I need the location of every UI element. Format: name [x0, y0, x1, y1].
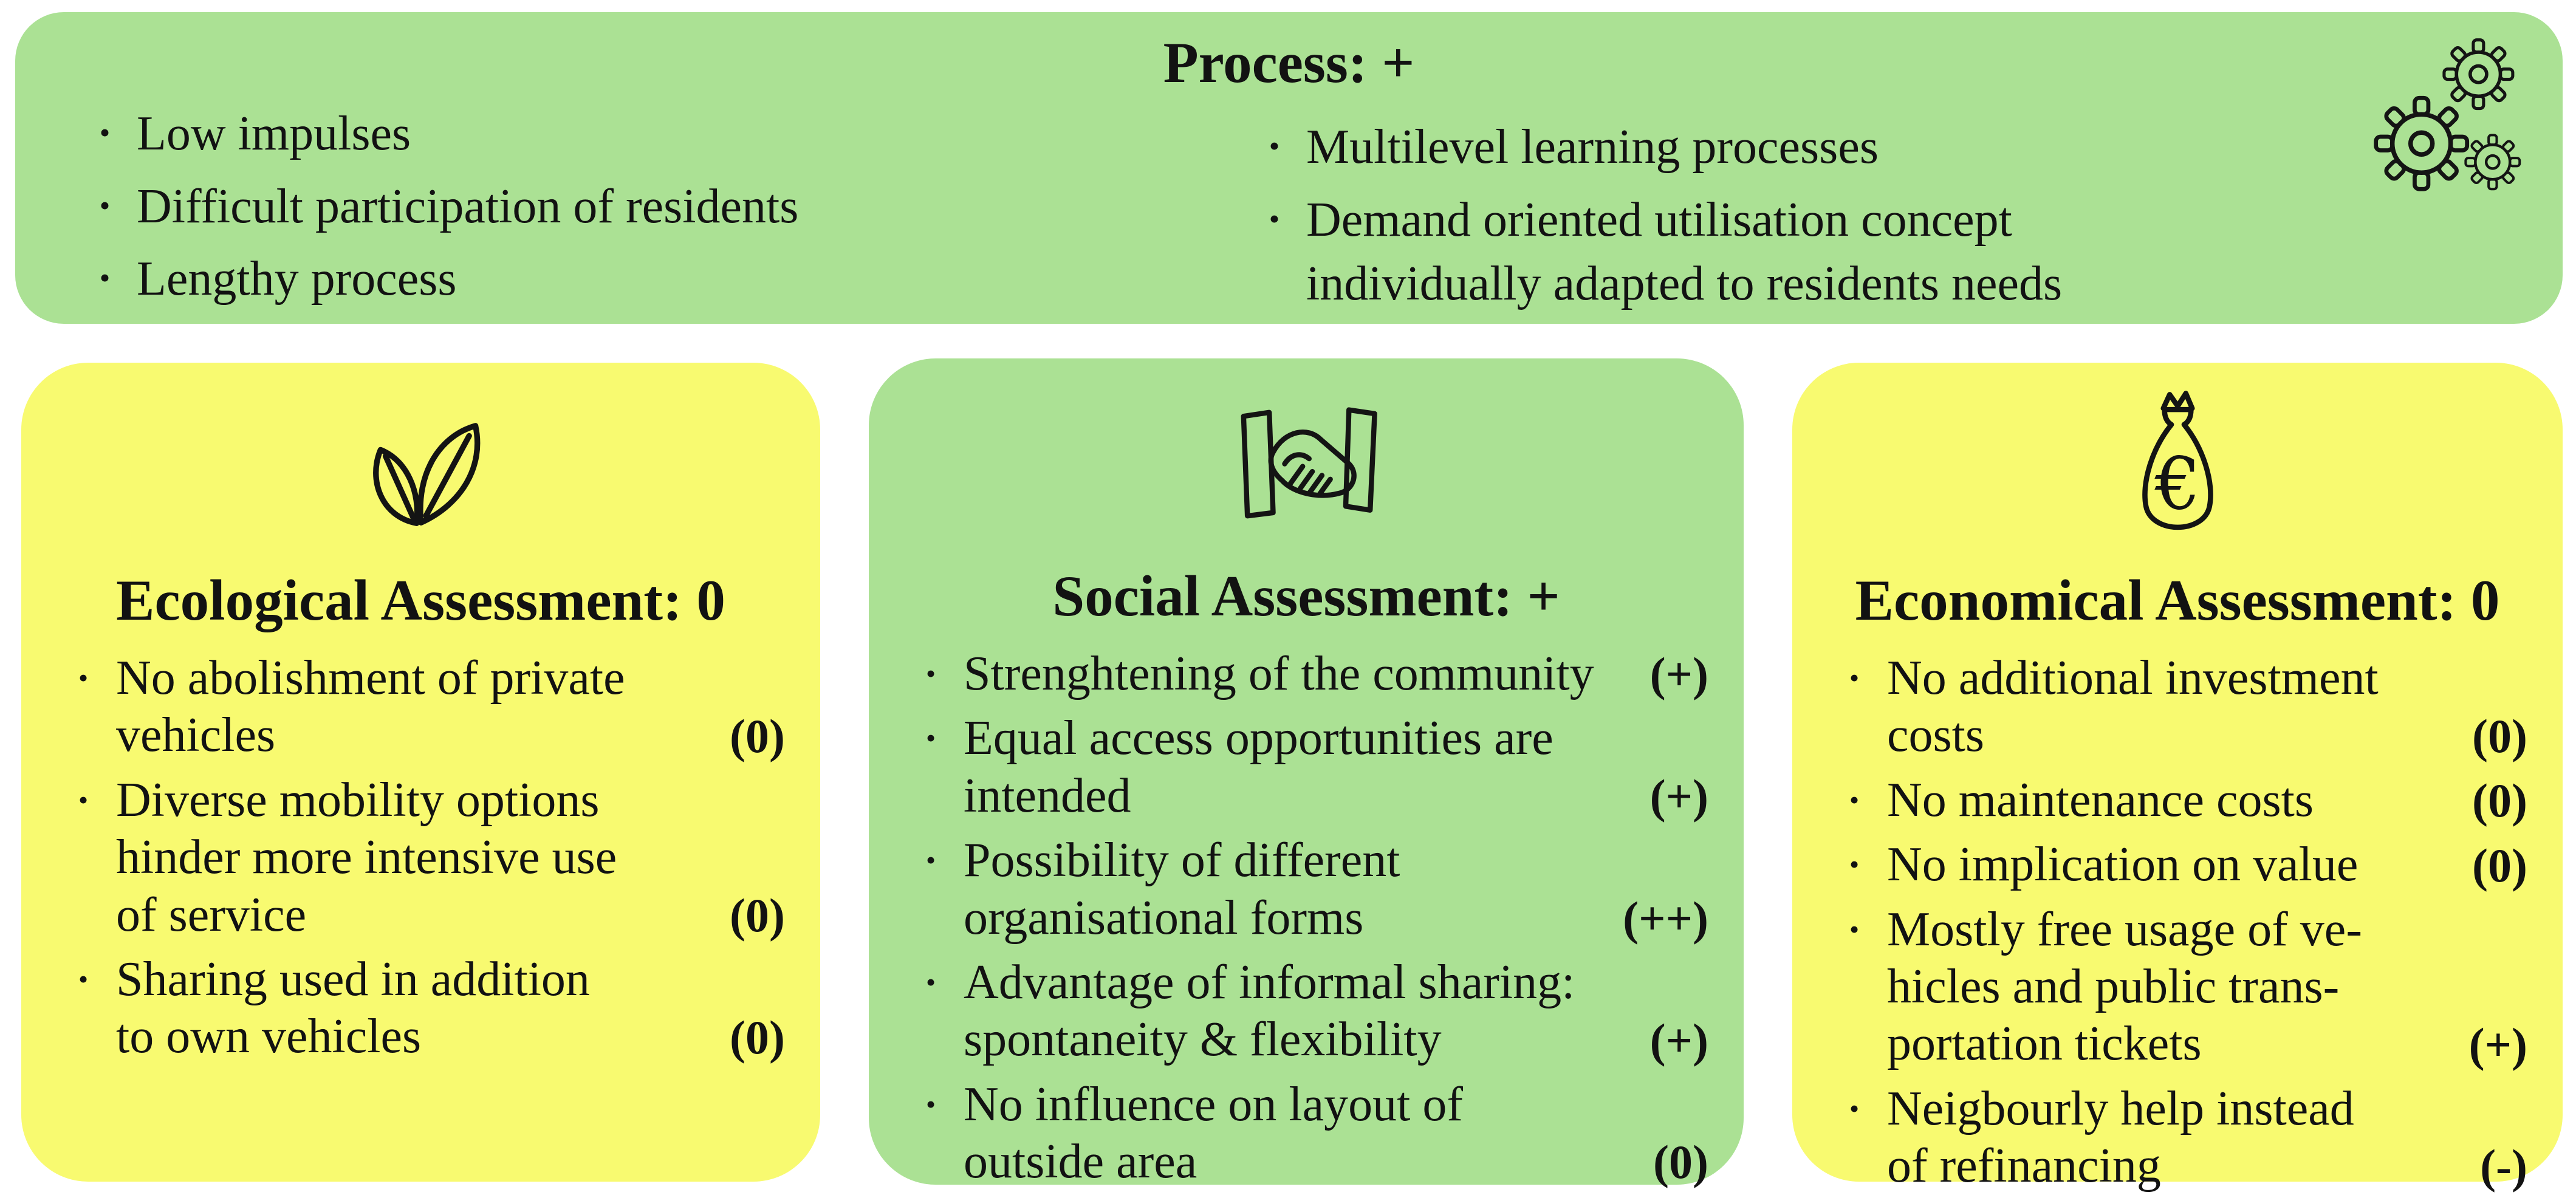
bullet-text: Multilevel learning processes	[1306, 120, 1879, 174]
card-icon-area	[869, 382, 1744, 558]
assessment-item: • No maintenance costs (0)	[1821, 772, 2527, 829]
bullet-dot-icon: •	[925, 1088, 936, 1120]
item-text: No implication on value	[1887, 838, 2358, 892]
bullet-dot-icon: •	[925, 722, 936, 754]
assessment-list: • No abolishment of private vehicles (0)…	[21, 649, 820, 1066]
gears-icon	[2371, 36, 2526, 204]
bullet-dot-icon: •	[1269, 201, 1280, 236]
assessment-item: • No additional investment costs (0)	[1821, 649, 2527, 764]
leaf-icon	[372, 423, 480, 526]
bullet-dot-icon: •	[1849, 1092, 1860, 1124]
card-title: Economical Assessment: 0	[1855, 568, 2500, 632]
item-text: No maintenance costs	[1887, 773, 2314, 827]
assessment-item: • Diverse mobility options hinder more i…	[50, 772, 785, 943]
item-rating: (+)	[1649, 648, 1708, 701]
svg-text:€: €	[2154, 442, 2201, 526]
list-item: • Lengthy process	[73, 247, 1154, 312]
list-item: • Demand oriented utilisation concept in…	[1242, 188, 2366, 317]
bullet-text: Lengthy process	[137, 252, 457, 306]
assessment-list: • Strenghtening of the community (+) • E…	[869, 645, 1744, 1191]
bullet-text: Demand oriented utilisation concept indi…	[1306, 193, 2063, 311]
bullet-dot-icon: •	[925, 966, 936, 998]
item-text: Strenghtening of the community	[964, 647, 1594, 700]
process-box: Process: + • Low impulses • Difficult pa…	[15, 12, 2563, 324]
item-rating: (-)	[2480, 1140, 2527, 1193]
assessment-item: • Equal access opportunities are intende…	[898, 710, 1708, 824]
assessment-item: • No implication on value (0)	[1821, 836, 2527, 893]
bullet-dot-icon: •	[925, 844, 936, 876]
bullet-dot-icon: •	[99, 188, 111, 222]
item-text: Sharing used in addition to own vehicles	[116, 952, 590, 1064]
assessment-item: • Possibility of different organisationa…	[898, 832, 1708, 947]
assessment-item: • No abolishment of private vehicles (0)	[50, 649, 785, 764]
item-rating: (++)	[1623, 891, 1708, 945]
bullet-dot-icon: •	[925, 658, 936, 689]
item-rating: (0)	[730, 709, 785, 762]
card-title: Ecological Assessment: 0	[116, 568, 725, 632]
process-right-list: • Multilevel learning processes • Demand…	[1242, 115, 2366, 325]
process-title: Process: +	[1163, 30, 1415, 95]
item-text: Equal access opportunities are intended	[964, 711, 1553, 823]
assessment-item: • Mostly free usage of ve- hicles and pu…	[1821, 901, 2527, 1073]
item-text: Diverse mobility options hinder more int…	[116, 773, 617, 942]
assessment-item: • No influence on layout of outside area…	[898, 1076, 1708, 1191]
bullet-dot-icon: •	[1849, 913, 1860, 945]
bullet-dot-icon: •	[78, 784, 89, 815]
bullet-text: Low impulses	[137, 107, 411, 160]
card-icon-area: €	[1792, 386, 2563, 562]
handshake-icon	[1241, 407, 1377, 519]
assessment-item: • Strenghtening of the community (+)	[898, 645, 1708, 702]
bullet-dot-icon: •	[78, 662, 89, 693]
item-rating: (+)	[1649, 1013, 1708, 1067]
item-rating: (0)	[730, 1010, 785, 1064]
bullet-text: Difficult participation of residents	[137, 179, 799, 233]
item-rating: (0)	[730, 888, 785, 942]
list-item: • Low impulses	[73, 102, 1154, 166]
item-text: No abolishment of private vehicles	[116, 651, 625, 762]
item-text: Neigbourly help instead of refinancing	[1887, 1081, 2354, 1193]
item-text: Possibility of different organisational …	[964, 834, 1400, 945]
card-icon-area	[21, 386, 820, 562]
item-rating: (+)	[1649, 770, 1708, 823]
card-title: Social Assessment: +	[1052, 564, 1560, 628]
assessment-item: • Neigbourly help instead of refinancing…	[1821, 1080, 2527, 1195]
item-text: No additional investment costs	[1887, 651, 2379, 762]
card-social: Social Assessment: + • Strenghtening of …	[869, 358, 1744, 1188]
assessment-item: • Sharing used in addition to own vehicl…	[50, 951, 785, 1066]
item-rating: (0)	[2472, 838, 2527, 892]
item-rating: (+)	[2468, 1018, 2527, 1071]
money-bag-icon: €	[2142, 390, 2213, 530]
bullet-dot-icon: •	[99, 115, 111, 149]
bullet-dot-icon: •	[99, 261, 111, 295]
assessment-list: • No additional investment costs (0) • N…	[1792, 649, 2563, 1195]
assessment-item: • Advantage of informal sharing: spontan…	[898, 954, 1708, 1069]
item-rating: (0)	[2472, 774, 2527, 827]
item-text: Mostly free usage of ve- hicles and publ…	[1887, 902, 2362, 1071]
bullet-dot-icon: •	[1849, 662, 1860, 693]
card-ecological: Ecological Assessment: 0 • No abolishmen…	[21, 363, 820, 1182]
item-rating: (0)	[1653, 1135, 1708, 1189]
process-left-list: • Low impulses • Difficult participation…	[73, 102, 1154, 320]
item-rating: (0)	[2472, 709, 2527, 762]
bullet-dot-icon: •	[78, 963, 89, 995]
item-text: Advantage of informal sharing: spontanei…	[964, 955, 1575, 1067]
card-economical: € Economical Assessment: 0 • No addition…	[1792, 363, 2563, 1193]
list-item: • Difficult participation of residents	[73, 175, 1154, 239]
bullet-dot-icon: •	[1849, 849, 1860, 880]
bullet-dot-icon: •	[1269, 129, 1280, 163]
bullet-dot-icon: •	[1849, 784, 1860, 815]
item-text: No influence on layout of outside area	[964, 1077, 1463, 1189]
list-item: • Multilevel learning processes	[1242, 115, 2366, 180]
